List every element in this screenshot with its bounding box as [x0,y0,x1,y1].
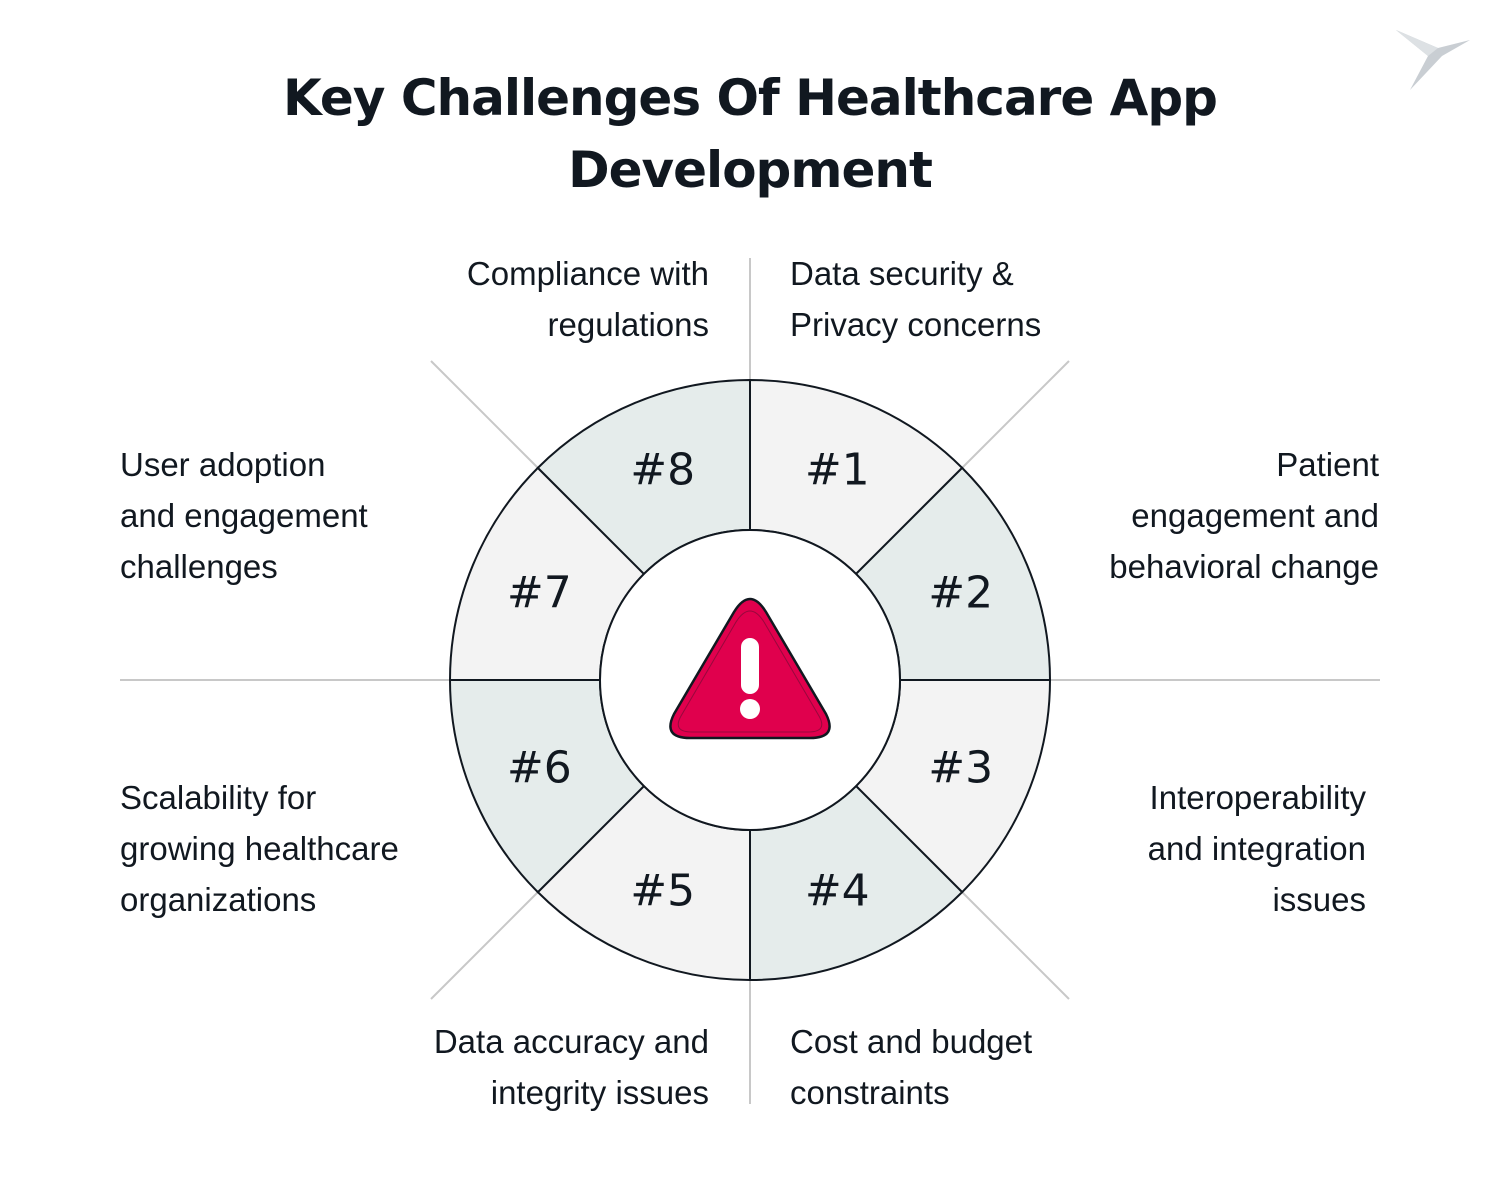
title-line-2: Development [568,141,933,199]
divider-diagonal-bottom-right [961,891,1070,1000]
label-4-line-2: constraints [790,1074,950,1111]
label-6-line-2: growing healthcare [120,830,399,867]
label-4-line-1: Cost and budget [790,1023,1033,1060]
label-segment-8: Compliance with regulations [467,248,709,350]
label-2-line-3: behavioral change [1109,548,1379,585]
label-5-line-2: integrity issues [490,1074,709,1111]
label-segment-6: Scalability for growing healthcare organ… [120,772,399,925]
label-7-line-2: and engagement [120,497,368,534]
label-8-line-1: Compliance with [466,255,709,292]
label-segment-4: Cost and budget constraints [790,1016,1032,1118]
divider-diagonal-top-right [961,360,1070,469]
label-2-line-2: engagement and [1131,497,1379,534]
segment-number-4: #4 [805,866,870,917]
page-title: Key Challenges Of Healthcare App Develop… [0,62,1500,206]
label-segment-1: Data security & Privacy concerns [790,248,1041,350]
divider-lines [120,258,1380,1104]
label-7-line-3: challenges [120,548,278,585]
label-1-line-2: Privacy concerns [790,306,1042,343]
label-1-line-1: Data security & [790,255,1014,292]
label-3-line-1: Interoperability [1149,779,1366,816]
segment-number-7: #7 [507,568,572,619]
label-6-line-3: organizations [120,881,317,918]
divider-diagonal-top-left [430,360,539,469]
label-segment-7: User adoption and engagement challenges [120,439,368,592]
label-5-line-1: Data accuracy and [433,1023,709,1060]
segment-number-8: #8 [630,444,695,495]
title-line-1: Key Challenges Of Healthcare App [283,69,1218,127]
label-6-line-1: Scalability for [120,779,317,816]
label-2-line-1: Patient [1276,446,1379,483]
label-3-line-3: issues [1272,881,1366,918]
label-segment-5: Data accuracy and integrity issues [434,1016,709,1118]
label-3-line-2: and integration [1147,830,1366,867]
segment-number-6: #6 [507,742,572,793]
label-segment-2: Patient engagement and behavioral change [1109,439,1379,592]
segment-number-3: #3 [928,742,993,793]
segment-number-5: #5 [630,866,695,917]
label-8-line-2: regulations [547,306,709,343]
label-7-line-1: User adoption [120,446,326,483]
label-segment-3: Interoperability and integration issues [1148,772,1366,925]
segment-number-1: #1 [805,444,870,495]
bird-logo-icon [1396,30,1470,90]
segment-number-2: #2 [928,568,993,619]
warning-triangle-icon [669,597,831,740]
divider-diagonal-bottom-left [430,891,539,1000]
segment-numbers: #1 #2 #3 #4 #5 #6 #7 #8 [507,444,993,916]
